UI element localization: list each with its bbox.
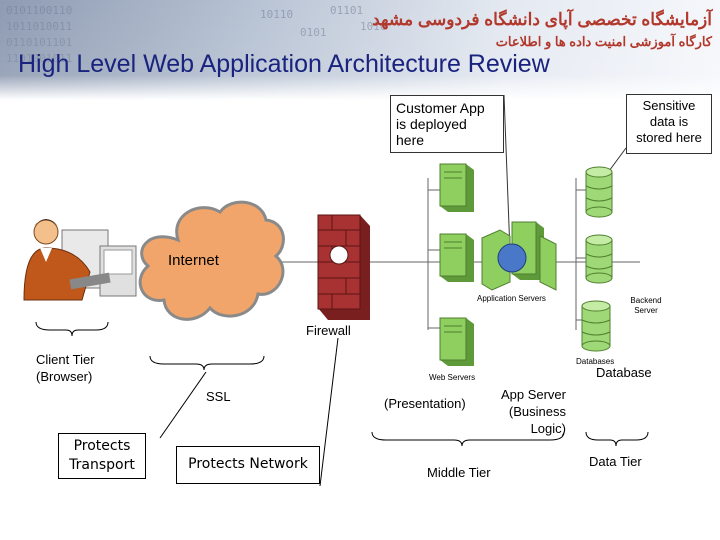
client-tier-brace <box>35 321 109 337</box>
customer-leader <box>503 94 511 253</box>
web-server-3-icon <box>439 317 474 366</box>
ssl-label: SSL <box>206 389 231 404</box>
firewall-connector <box>319 337 339 487</box>
sensitive-callout: Sensitive data is stored here <box>626 94 712 154</box>
client-tier-label: Client Tier (Browser) <box>36 352 95 384</box>
web-servers-label: Web Servers <box>429 373 476 382</box>
page-title: High Level Web Application Architecture … <box>18 50 550 78</box>
app-server-label: App Server (Business Logic) <box>500 387 566 436</box>
web-server-2-icon <box>439 233 474 282</box>
middle-tier-brace <box>371 431 565 447</box>
middle-tier-label: Middle Tier <box>427 465 491 480</box>
protects-transport-box: Protects Transport <box>58 433 146 479</box>
database-2-icon <box>585 234 613 284</box>
banner-title-persian: آزمایشگاه تخصصی آپای دانشگاه فردوسی مشهد <box>372 10 712 29</box>
database-3-icon <box>581 300 611 352</box>
backend-server-label: Backend Server <box>630 296 662 315</box>
data-tier-label: Data Tier <box>589 454 642 469</box>
data-tier-brace <box>585 431 649 447</box>
databases-small-label: Databases <box>576 357 615 366</box>
web-server-1-icon <box>439 163 474 212</box>
database-1-icon <box>585 166 613 218</box>
internet-label: Internet <box>168 252 219 269</box>
firewall-icon <box>317 214 370 320</box>
client-person-icon <box>23 219 137 301</box>
ssl-connector <box>159 371 207 439</box>
presentation-label: (Presentation) <box>384 396 466 411</box>
banner-subtitle-persian: کارگاه آموزشی امنیت داده ها و اطلاعات <box>495 34 712 49</box>
protects-network-box: Protects Network <box>176 446 320 484</box>
customer-callout: Customer App is deployed here <box>390 95 504 153</box>
firewall-label: Firewall <box>306 323 351 338</box>
ssl-brace <box>149 355 265 371</box>
application-servers-icon <box>481 221 557 291</box>
internet-cloud-icon <box>138 200 285 321</box>
application-servers-label: Application Servers <box>477 294 546 303</box>
database-label: Database <box>596 365 652 380</box>
header-banner: 01011001101011010011 0110101101110100101… <box>0 0 720 100</box>
